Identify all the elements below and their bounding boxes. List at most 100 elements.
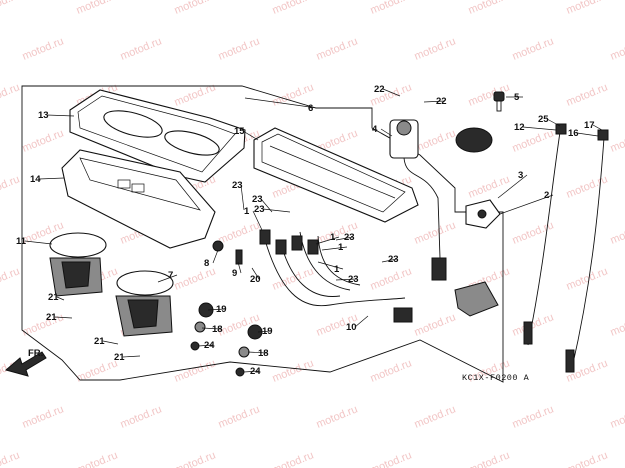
callout-15: 15 bbox=[234, 126, 245, 137]
callout-leader-1 bbox=[315, 236, 340, 245]
callout-leader-16 bbox=[576, 132, 599, 137]
callout-3: 3 bbox=[518, 170, 523, 181]
switch-cover bbox=[455, 127, 493, 153]
direction-label: FR. bbox=[28, 348, 43, 359]
callout-leader-23 bbox=[240, 184, 245, 211]
callout-2: 2 bbox=[544, 190, 549, 201]
callout-leader-22 bbox=[382, 88, 401, 97]
callout-12: 12 bbox=[514, 122, 525, 133]
callout-23: 23 bbox=[254, 204, 265, 215]
callout-10: 10 bbox=[346, 322, 357, 333]
callout-leader-18 bbox=[201, 327, 222, 330]
callout-1: 1 bbox=[244, 206, 250, 217]
callout-11: 11 bbox=[16, 236, 27, 247]
callout-22: 22 bbox=[436, 96, 447, 107]
callout-4: 4 bbox=[372, 124, 378, 135]
speedometer-cable bbox=[523, 123, 567, 346]
callout-13: 13 bbox=[38, 110, 49, 121]
callout-leader-1 bbox=[321, 246, 348, 251]
callout-leader-6 bbox=[244, 97, 318, 109]
callout-16: 16 bbox=[568, 128, 579, 139]
gauge-unit-right bbox=[115, 270, 174, 337]
callout-leader-8 bbox=[212, 249, 219, 264]
callout-23: 23 bbox=[232, 180, 243, 191]
callout-20: 20 bbox=[250, 274, 261, 285]
callout-leader-1 bbox=[252, 210, 263, 231]
callout-leader-15 bbox=[242, 130, 259, 141]
switch-box bbox=[465, 199, 501, 229]
diagram-code: KC1X-F0200 A bbox=[462, 373, 530, 383]
callout-leader-21 bbox=[56, 296, 65, 301]
callout-leader-21 bbox=[102, 340, 119, 345]
callout-leader-4 bbox=[380, 128, 393, 137]
callout-24: 24 bbox=[204, 340, 215, 351]
callout-18: 18 bbox=[258, 348, 269, 359]
meter-housing bbox=[253, 127, 419, 223]
callout-1: 1 bbox=[334, 264, 340, 275]
callout-25: 25 bbox=[538, 114, 549, 125]
callout-leader-9 bbox=[237, 261, 242, 274]
front-direction-arrow: FR. bbox=[4, 348, 47, 377]
callout-1: 1 bbox=[330, 232, 336, 243]
callout-leader-20 bbox=[251, 267, 260, 280]
callout-23: 23 bbox=[348, 274, 359, 285]
callout-leader-3 bbox=[497, 174, 528, 199]
callout-21: 21 bbox=[94, 336, 105, 347]
callout-18: 18 bbox=[212, 324, 223, 335]
callout-21: 21 bbox=[114, 352, 125, 363]
callout-7: 7 bbox=[168, 270, 173, 281]
callout-21: 21 bbox=[46, 312, 57, 323]
callout-19: 19 bbox=[262, 326, 273, 337]
callout-leader-24 bbox=[243, 370, 260, 373]
callout-23: 23 bbox=[252, 194, 263, 205]
callout-leader-23 bbox=[381, 258, 398, 263]
callout-21: 21 bbox=[48, 292, 59, 303]
callout-leader-25 bbox=[546, 118, 561, 127]
callout-leader-2 bbox=[499, 194, 554, 215]
callout-leader-19 bbox=[207, 308, 226, 311]
ignition-key bbox=[493, 91, 505, 112]
assembly-frame bbox=[21, 85, 504, 383]
callout-24: 24 bbox=[250, 366, 261, 377]
callout-14: 14 bbox=[30, 174, 41, 185]
callout-leader-10 bbox=[354, 315, 369, 328]
callout-leader-23 bbox=[262, 208, 291, 213]
ignition-switch bbox=[389, 119, 447, 281]
callout-leader-1 bbox=[317, 261, 344, 270]
callout-leader-21 bbox=[122, 355, 141, 358]
meter-lower-case bbox=[61, 149, 216, 249]
meter-upper-cover bbox=[69, 89, 246, 183]
callout-17: 17 bbox=[584, 120, 595, 131]
callout-6: 6 bbox=[308, 103, 313, 114]
callout-23: 23 bbox=[344, 232, 355, 243]
grommets-and-nuts bbox=[190, 240, 263, 377]
callout-leader-14 bbox=[38, 177, 65, 180]
callout-leader-24 bbox=[197, 344, 214, 347]
callout-8: 8 bbox=[204, 258, 209, 269]
callout-leader-21 bbox=[54, 316, 73, 319]
tachometer-cable bbox=[565, 129, 609, 373]
callout-leader-22 bbox=[423, 100, 446, 103]
callout-leader-13 bbox=[46, 114, 75, 117]
callout-19: 19 bbox=[216, 304, 227, 315]
meter-wire-harness bbox=[259, 229, 413, 323]
callout-9: 9 bbox=[232, 268, 237, 279]
callout-5: 5 bbox=[514, 92, 520, 103]
callout-leader-7 bbox=[157, 274, 178, 283]
callout-22: 22 bbox=[374, 84, 385, 95]
callout-leader-11 bbox=[24, 240, 53, 245]
gauge-unit-left bbox=[49, 232, 107, 297]
callout-1: 1 bbox=[338, 242, 344, 253]
callout-leader-23 bbox=[335, 278, 358, 281]
callout-leader-17 bbox=[592, 124, 603, 131]
callout-leader-18 bbox=[247, 351, 268, 354]
callout-23: 23 bbox=[388, 254, 399, 265]
switch-bracket bbox=[454, 281, 499, 317]
callout-leader-12 bbox=[522, 126, 557, 131]
callout-leader-23 bbox=[335, 236, 354, 241]
callout-leader-19 bbox=[257, 330, 272, 333]
